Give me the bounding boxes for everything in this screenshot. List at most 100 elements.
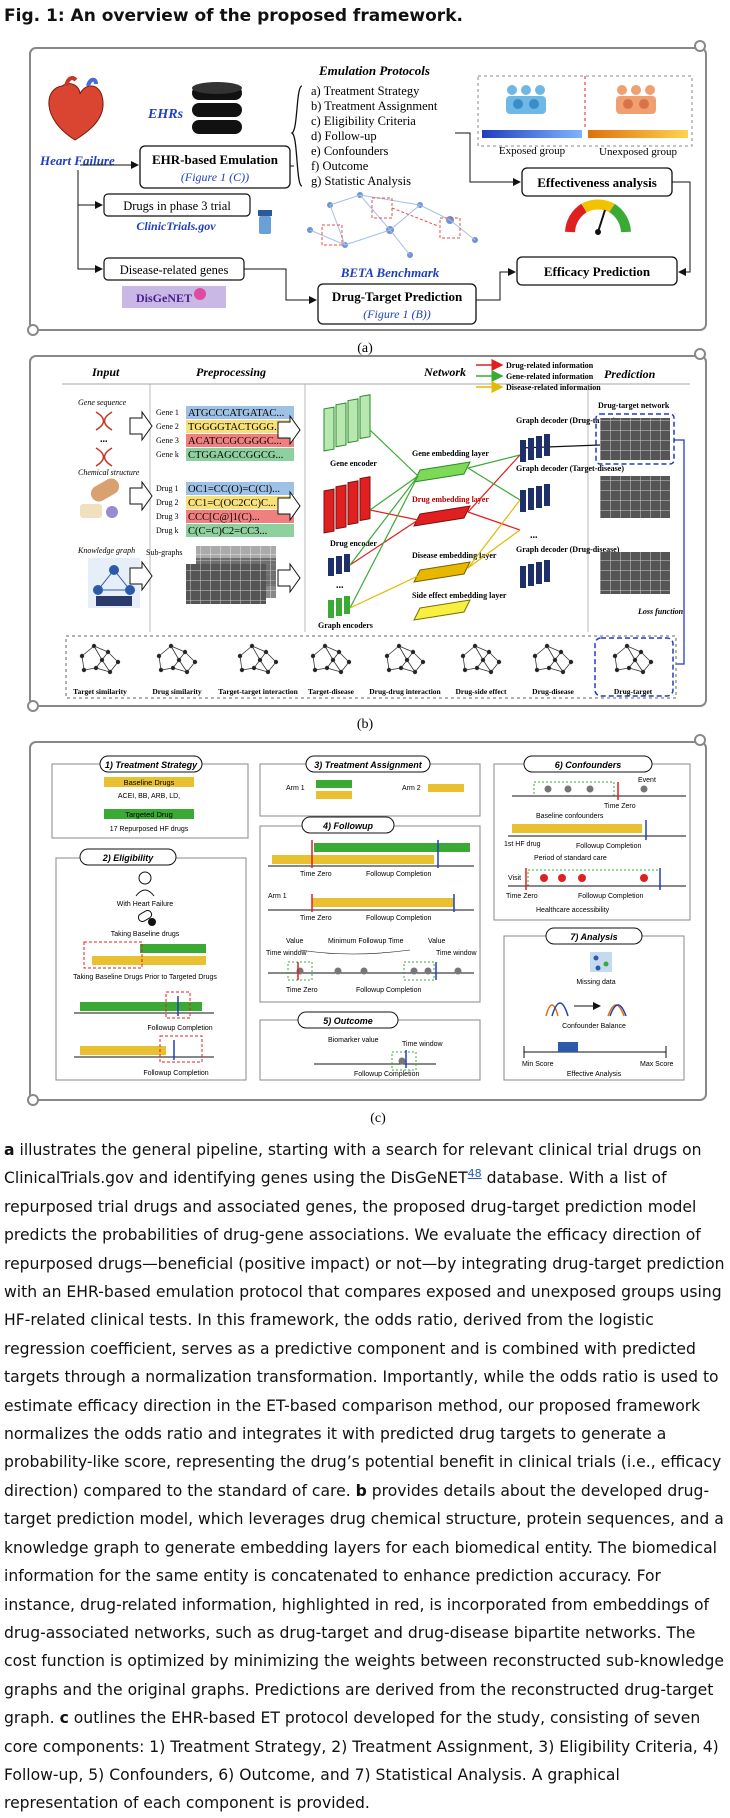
drug-name: Drug k [156,526,178,535]
max-score-label: Max Score [640,1061,674,1068]
graph-edge [640,651,652,663]
gene-table: Gene 1 ATGCCCATGATAC... Gene 2 TGGGGTACT… [156,406,294,461]
graph-node [460,653,466,659]
time-zero: Time Zero [286,987,318,994]
graph-node [99,657,105,663]
graph-node [560,669,566,675]
graph-edge [101,659,111,673]
time-zero: Time Zero [300,871,332,878]
graph-node [546,665,552,671]
fc-label: Followup Completion [354,1071,419,1078]
fc-label: Followup Completion [147,1025,212,1032]
graph-edge [626,645,636,661]
legend-drug: Drug-related information [506,361,594,370]
an-title: 7) Analysis [570,932,617,942]
reference-link[interactable]: 48 [467,1167,482,1181]
targeted-drug: Targeted Drug [125,810,173,819]
gene-seq: CTGGAGCCGGCG... [188,450,283,461]
drug-table: Drug 1 OC1=CC(O)=C(Cl)... Drug 2 CC1=C(O… [156,482,294,537]
graph-node [396,643,402,649]
time-window-label: Time window [436,950,478,957]
graph-label: Target-target interaction [218,687,298,696]
panel-a: (a) Heart Failure EHRs EHR-based Emulati… [27,40,707,356]
graph-node [338,669,344,675]
fc-label: Followup Completion [366,871,431,878]
graph-edge [158,655,162,671]
heart-failure-label: Heart Failure [39,153,115,168]
drug-embedding-label: Drug embedding layer [412,495,489,504]
disgenet-label: DisGeNET [136,291,192,305]
graph-edge [534,645,548,657]
graph-node [496,659,502,665]
graph-edge [107,651,119,663]
graph-node [79,653,85,659]
gene-name: Gene 1 [156,408,179,417]
graph-node [251,665,257,671]
graph-edge [406,659,416,673]
graph-edge [626,645,642,653]
graph-edge [482,659,492,673]
arm1-label: Arm 1 [268,893,287,900]
graph-edge [476,667,492,673]
ehr-emulation-box [139,145,291,189]
graph-node [115,659,121,665]
graph-edge [312,655,316,671]
disease-embedding-label: Disease embedding layer [412,551,497,560]
ellipsis: ... [100,434,108,445]
graph-edge [548,667,564,673]
graph-node [558,649,564,655]
healthcare-label: Healthcare accessibility [536,907,610,914]
graph-edge [170,645,186,653]
legend: Drug-related information Gene-related in… [476,359,601,393]
graph-edge [332,659,342,673]
graph-node [412,669,418,675]
confounder-balance-icon [545,1002,627,1017]
knowledge-graph-label: Knowledge graph [77,546,135,555]
graph-edge [338,651,350,663]
graph-node [158,667,164,673]
people-icon [616,85,656,114]
graph-encoders: ... [328,554,350,618]
pill-icon [80,478,120,518]
fc-label: Followup Completion [576,843,641,850]
header-network: Network [423,365,466,379]
graph-node [614,667,620,673]
graph-node [626,665,632,671]
graph-node [273,659,279,665]
graph-node [105,649,111,655]
legend-gene: Gene-related information [506,372,594,381]
graph-node [239,667,245,673]
conf-title: 6) Confounders [555,760,622,770]
protocol-item: e) Confounders [311,144,389,158]
taking-baseline: Taking Baseline drugs [111,931,180,938]
graph-node [612,653,618,659]
graph-edge [634,659,644,673]
gauge-icon [565,199,631,235]
sub-graph-tensor [186,546,276,604]
graph-node [170,665,176,671]
graph-edge [259,659,269,673]
graph-node [420,659,426,665]
graph-node [410,649,416,655]
graph-label: Drug-target [614,687,653,696]
baseline-conf: Baseline confounders [536,813,604,820]
drug-encoder [323,476,371,534]
graph-edge [265,651,277,663]
graph-node [168,643,174,649]
figure-title: Fig. 1: An overview of the proposed fram… [4,6,463,26]
graph-node [386,667,392,673]
gene-encoder-label: Gene encoder [330,459,377,468]
time-zero: Time Zero [300,915,332,922]
period-label: Period of standard care [534,855,607,862]
graph-node [532,653,538,659]
graph-edge [253,667,269,673]
graph-edge [81,645,95,657]
decoder-dt-label: Graph decoder (Drug-target) [516,416,616,425]
graph-node [237,653,243,659]
graph-node [336,649,342,655]
protocol-list: a) Treatment Strategy b) Treatment Assig… [311,84,438,188]
graph-node [552,657,558,663]
graph-edge [474,645,484,661]
prediction-grid [600,552,670,594]
graph-node [324,665,330,671]
